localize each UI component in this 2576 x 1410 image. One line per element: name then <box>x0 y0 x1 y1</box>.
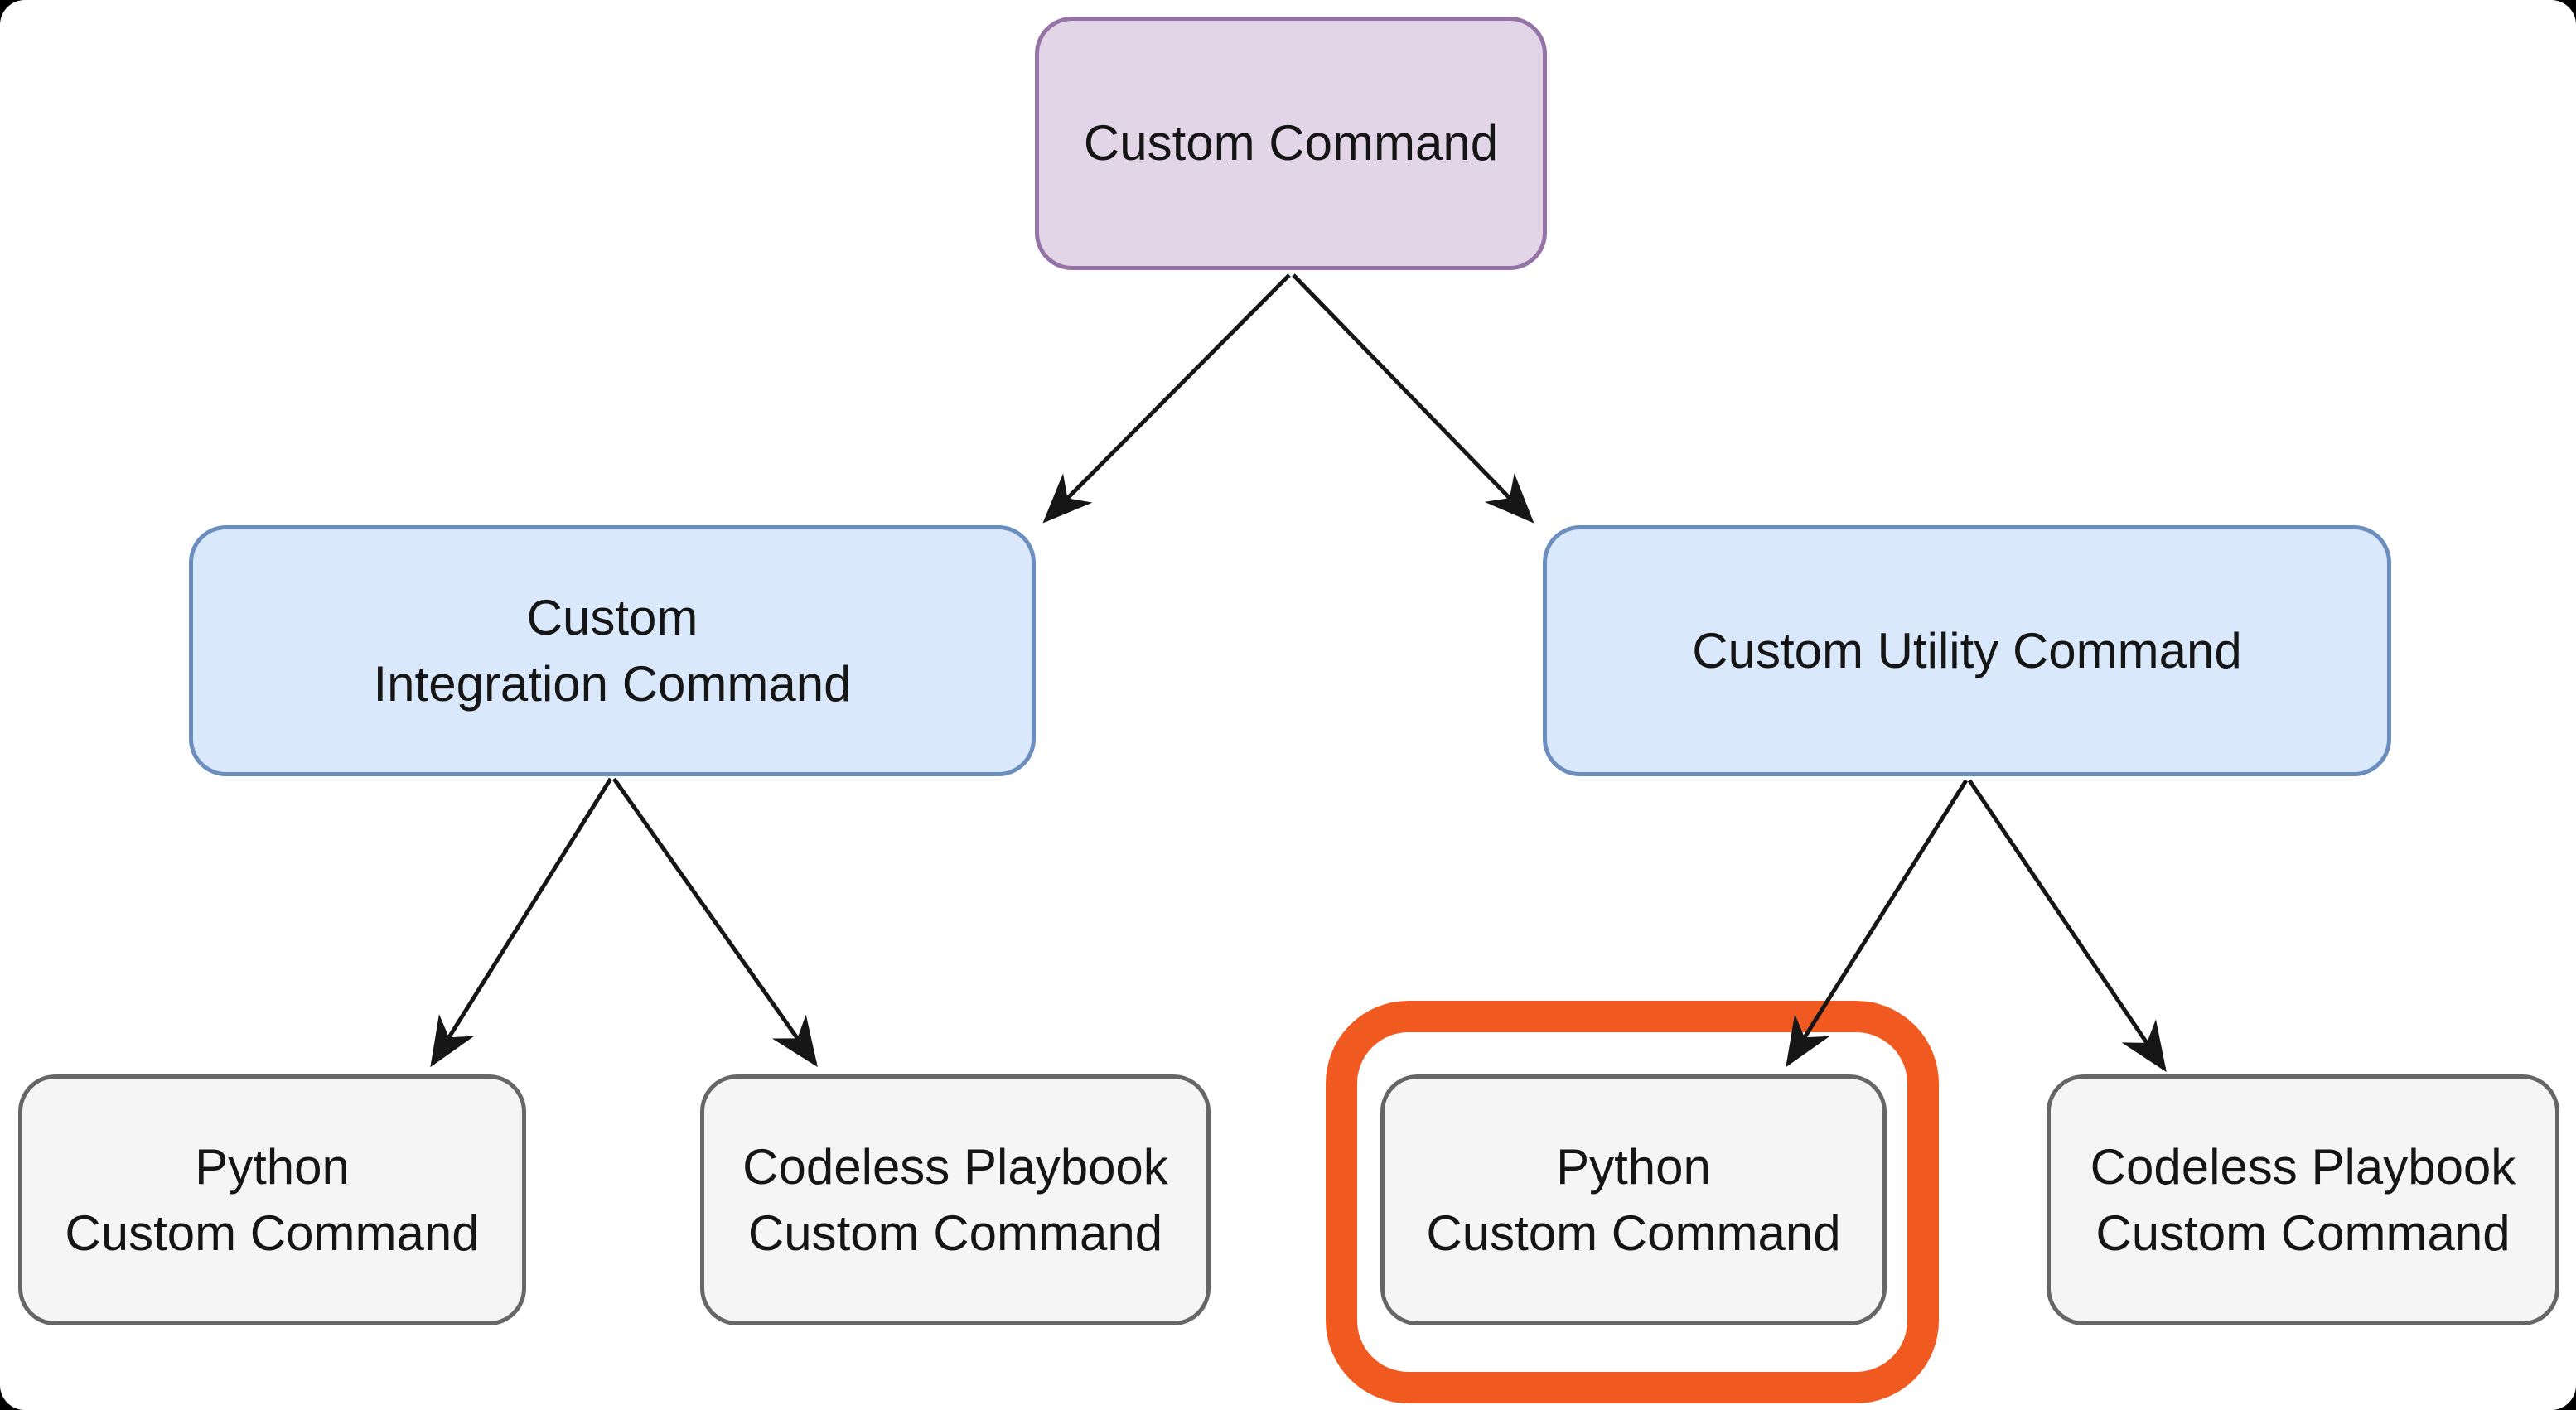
highlight-ring <box>1326 1001 1939 1403</box>
arrow-integration-to-codeless <box>611 777 818 1068</box>
node-custom-integration-command: Custom Integration Command <box>189 525 1036 776</box>
arrow-root-to-integration <box>1042 273 1291 524</box>
node-python-custom-command-utility-label: Python Custom Command <box>1426 1139 1841 1261</box>
arrow-utility-to-codeless <box>1967 779 2167 1073</box>
arrow-root-to-utility <box>1292 273 1534 524</box>
node-python-custom-command-utility: Python Custom Command <box>1380 1074 1887 1325</box>
node-python-custom-command-integration-label: Python Custom Command <box>65 1139 480 1261</box>
node-codeless-playbook-custom-command-utility: Codeless Playbook Custom Command <box>2047 1074 2559 1325</box>
node-codeless-playbook-custom-command-integration-label: Codeless Playbook Custom Command <box>742 1139 1168 1261</box>
node-custom-command-label: Custom Command <box>1083 115 1499 171</box>
node-custom-utility-command: Custom Utility Command <box>1543 525 2391 776</box>
arrow-integration-to-python <box>430 777 613 1068</box>
node-codeless-playbook-custom-command-utility-label: Codeless Playbook Custom Command <box>2090 1139 2516 1261</box>
node-custom-command: Custom Command <box>1035 17 1547 270</box>
node-custom-integration-command-label: Custom Integration Command <box>373 590 852 712</box>
node-python-custom-command-integration: Python Custom Command <box>18 1074 526 1325</box>
node-custom-utility-command-label: Custom Utility Command <box>1692 622 2242 678</box>
node-codeless-playbook-custom-command-integration: Codeless Playbook Custom Command <box>700 1074 1211 1325</box>
